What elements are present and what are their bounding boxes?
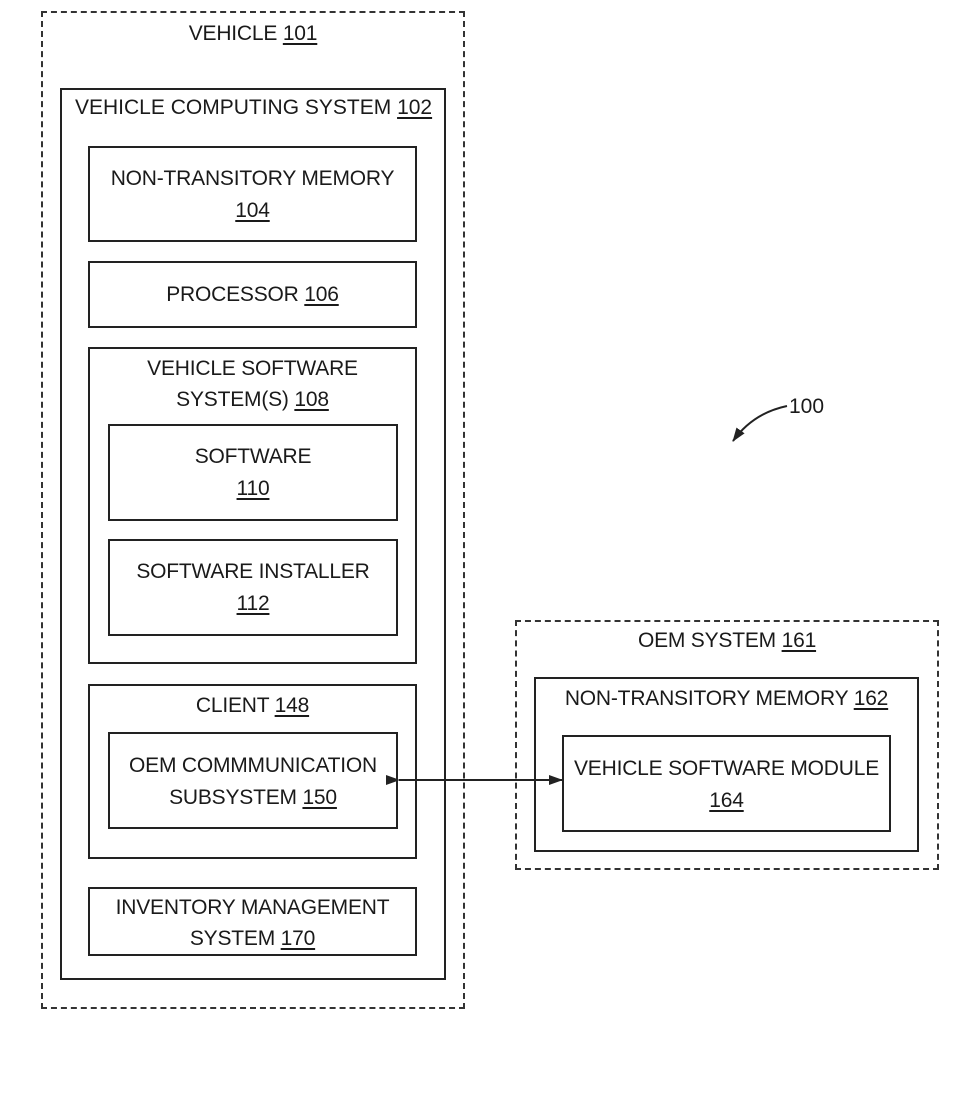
oem-system-label: OEM SYSTEM 161 (517, 625, 937, 656)
oem-comm-box: OEM COMMMUNICATION SUBSYSTEM 150 (108, 732, 398, 829)
inventory-label-line2: SYSTEM 170 (90, 923, 415, 954)
oem-comm-label-line1: OEM COMMMUNICATION (110, 750, 396, 781)
memory-box: NON-TRANSITORY MEMORY 104 (88, 146, 417, 242)
oem-memory-label: NON-TRANSITORY MEMORY 162 (536, 683, 917, 714)
vehicle-ref: 101 (283, 22, 317, 45)
oem-comm-ref: 150 (302, 786, 336, 809)
client-ref: 148 (275, 694, 309, 717)
processor-box: PROCESSOR 106 (88, 261, 417, 328)
vehicle-label: VEHICLE 101 (43, 18, 463, 49)
processor-ref: 106 (304, 283, 338, 306)
oem-memory-ref: 162 (854, 687, 888, 710)
figure-ref-label: 100 (789, 394, 824, 420)
installer-label: SOFTWARE INSTALLER (110, 556, 396, 587)
software-label: SOFTWARE (110, 441, 396, 472)
software-systems-label-line2: SYSTEM(S) 108 (90, 384, 415, 415)
software-systems-ref: 108 (294, 388, 328, 411)
figure-reference-arrow (733, 406, 787, 441)
inventory-box: INVENTORY MANAGEMENT SYSTEM 170 (88, 887, 417, 956)
client-label: CLIENT 148 (90, 690, 415, 721)
installer-ref: 112 (237, 592, 270, 615)
memory-label: NON-TRANSITORY MEMORY (90, 163, 415, 194)
computing-system-label: VEHICLE COMPUTING SYSTEM 102 (75, 95, 432, 121)
software-box: SOFTWARE 110 (108, 424, 398, 521)
software-module-ref: 164 (709, 789, 743, 812)
computing-system-ref: 102 (397, 96, 432, 119)
software-ref: 110 (237, 477, 270, 500)
oem-comm-label-line2: SUBSYSTEM 150 (110, 782, 396, 813)
installer-box: SOFTWARE INSTALLER 112 (108, 539, 398, 636)
inventory-label-line1: INVENTORY MANAGEMENT (90, 892, 415, 923)
software-systems-label-line1: VEHICLE SOFTWARE (90, 353, 415, 384)
memory-ref: 104 (235, 199, 269, 222)
software-module-label: VEHICLE SOFTWARE MODULE (564, 753, 889, 784)
oem-system-ref: 161 (782, 629, 816, 652)
software-module-box: VEHICLE SOFTWARE MODULE 164 (562, 735, 891, 832)
processor-label: PROCESSOR 106 (90, 279, 415, 310)
inventory-ref: 170 (281, 927, 315, 950)
